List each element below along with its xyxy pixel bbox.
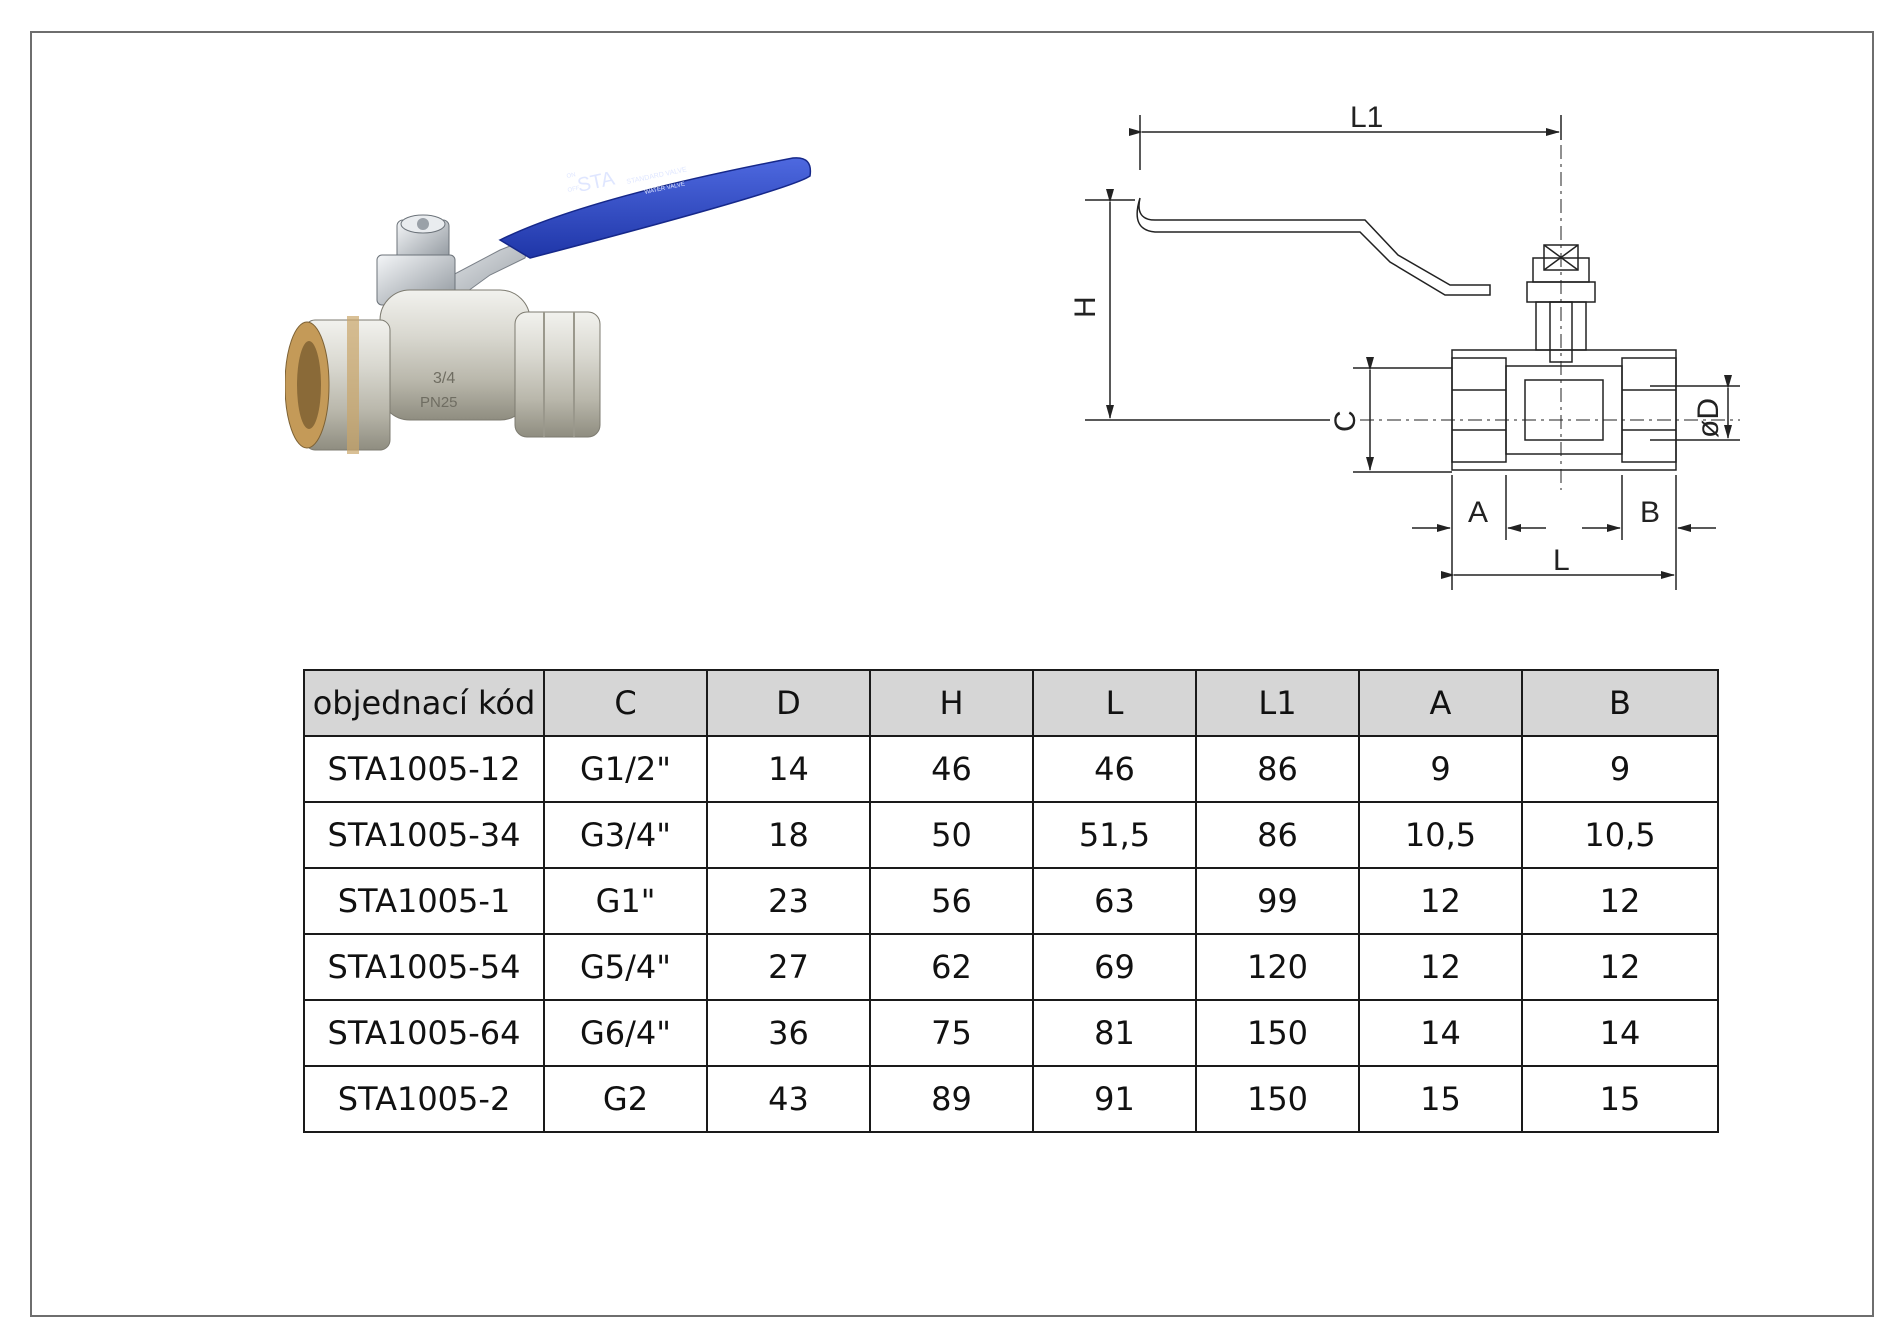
cell-d: 43: [706, 1065, 871, 1133]
size-mark: 3/4: [433, 370, 455, 387]
dim-label-c: C: [1329, 410, 1362, 432]
svg-text:OFF: OFF: [567, 186, 580, 194]
table-row: STA1005-1 G1" 23 56 63 99 12 12: [303, 867, 1719, 935]
right-end: [514, 311, 601, 438]
dim-label-l1: L1: [1350, 101, 1383, 134]
cell-order-code: STA1005-34: [303, 801, 545, 869]
table-header-row: objednací kód C D H L L1 A B: [303, 669, 1719, 737]
dim-label-b: B: [1640, 496, 1660, 529]
dim-label-a: A: [1468, 496, 1488, 529]
cell-h: 62: [869, 933, 1034, 1001]
cell-l: 81: [1032, 999, 1197, 1067]
table-row: STA1005-2 G2 43 89 91 150 15 15: [303, 1065, 1719, 1133]
cell-order-code: STA1005-1: [303, 867, 545, 935]
cell-l: 46: [1032, 735, 1197, 803]
cell-a: 12: [1358, 867, 1523, 935]
header-d: D: [706, 669, 871, 737]
header-order-code: objednací kód: [303, 669, 545, 737]
cell-d: 14: [706, 735, 871, 803]
header-c: C: [543, 669, 708, 737]
dim-label-l: L: [1553, 544, 1570, 577]
header-b: B: [1521, 669, 1719, 737]
cell-order-code: STA1005-2: [303, 1065, 545, 1133]
cell-d: 27: [706, 933, 871, 1001]
cell-h: 89: [869, 1065, 1034, 1133]
cell-order-code: STA1005-64: [303, 999, 545, 1067]
ball-valve-photo: STA STANDARD VALVE WATER VALVE ON OFF 3/…: [285, 157, 812, 454]
table-row: STA1005-64 G6/4" 36 75 81 150 14 14: [303, 999, 1719, 1067]
cell-c: G1/2": [543, 735, 708, 803]
table-row: STA1005-54 G5/4" 27 62 69 120 12 12: [303, 933, 1719, 1001]
cell-c: G5/4": [543, 933, 708, 1001]
cell-order-code: STA1005-12: [303, 735, 545, 803]
cell-l1: 150: [1195, 1065, 1360, 1133]
cell-c: G3/4": [543, 801, 708, 869]
header-l: L: [1032, 669, 1197, 737]
cell-d: 36: [706, 999, 871, 1067]
cell-l: 51,5: [1032, 801, 1197, 869]
cell-l1: 120: [1195, 933, 1360, 1001]
cell-b: 9: [1521, 735, 1719, 803]
cell-b: 10,5: [1521, 801, 1719, 869]
cell-l1: 150: [1195, 999, 1360, 1067]
table-row: STA1005-34 G3/4" 18 50 51,5 86 10,5 10,5: [303, 801, 1719, 869]
dim-label-h: H: [1069, 296, 1102, 318]
cell-l1: 86: [1195, 801, 1360, 869]
handle-brand: STA: [575, 167, 617, 196]
cell-b: 14: [1521, 999, 1719, 1067]
cell-l: 91: [1032, 1065, 1197, 1133]
dim-label-d: øD: [1692, 398, 1725, 438]
header-h: H: [869, 669, 1034, 737]
cell-a: 14: [1358, 999, 1523, 1067]
cell-l1: 86: [1195, 735, 1360, 803]
cell-d: 23: [706, 867, 871, 935]
cell-b: 12: [1521, 933, 1719, 1001]
cell-c: G1": [543, 867, 708, 935]
cell-a: 10,5: [1358, 801, 1523, 869]
cell-h: 75: [869, 999, 1034, 1067]
cell-a: 9: [1358, 735, 1523, 803]
cell-a: 12: [1358, 933, 1523, 1001]
cell-h: 56: [869, 867, 1034, 935]
cell-l: 63: [1032, 867, 1197, 935]
cell-h: 46: [869, 735, 1034, 803]
cell-a: 15: [1358, 1065, 1523, 1133]
cell-l: 69: [1032, 933, 1197, 1001]
handle-grip: [498, 157, 812, 259]
cell-b: 12: [1521, 867, 1719, 935]
technical-drawing: L1 H C øD A B L: [1069, 101, 1740, 590]
cell-b: 15: [1521, 1065, 1719, 1133]
page-frame: [30, 31, 1874, 1317]
cell-l1: 99: [1195, 867, 1360, 935]
header-l1: L1: [1195, 669, 1360, 737]
cell-h: 50: [869, 801, 1034, 869]
dimension-table: objednací kód C D H L L1 A B STA1005-12 …: [303, 669, 1719, 1133]
cell-c: G2: [543, 1065, 708, 1133]
table-row: STA1005-12 G1/2" 14 46 46 86 9 9: [303, 735, 1719, 803]
svg-text:ON: ON: [566, 172, 576, 180]
pressure-mark: PN25: [420, 394, 458, 411]
cell-order-code: STA1005-54: [303, 933, 545, 1001]
header-a: A: [1358, 669, 1523, 737]
cell-d: 18: [706, 801, 871, 869]
cell-c: G6/4": [543, 999, 708, 1067]
